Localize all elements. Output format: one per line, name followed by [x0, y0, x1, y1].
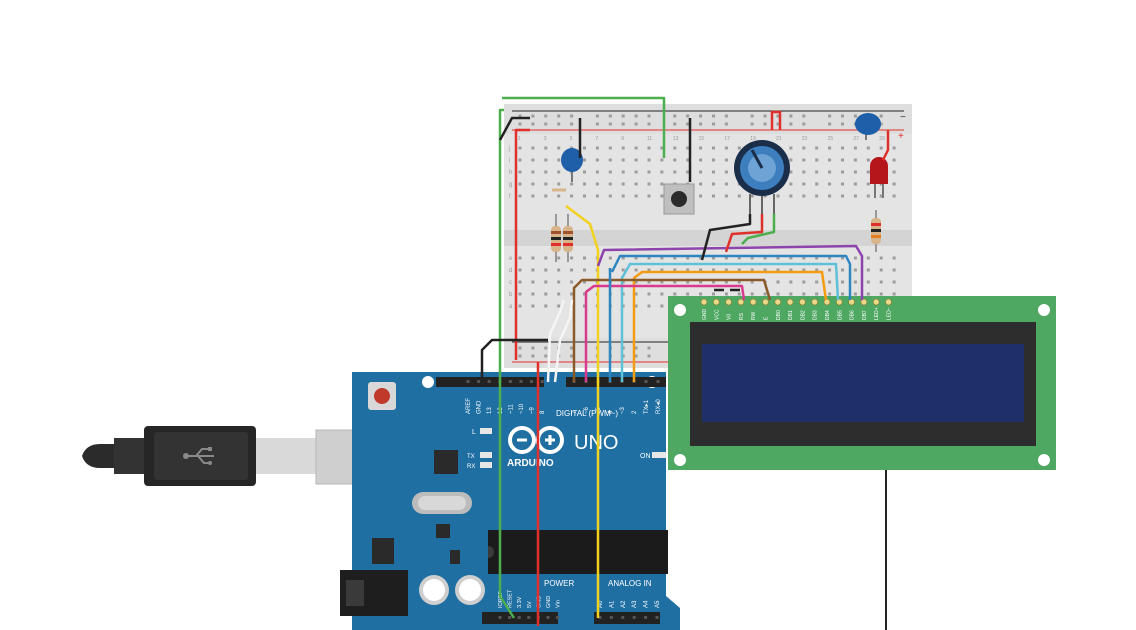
l-label: L [472, 429, 476, 436]
digital-pin-label: 4 [608, 410, 614, 414]
lcd-pin-label: LED− [887, 307, 893, 320]
rail-minus-label: − [900, 112, 906, 123]
analog-pin-label: A1 [609, 600, 615, 608]
lcd-pin-label: RS [739, 312, 745, 320]
digital-pin-label: AREF [466, 398, 472, 414]
row-letter: a [509, 304, 513, 310]
column-number: 27 [853, 136, 859, 142]
digital-pin-label: ~10 [519, 403, 525, 414]
digital-header-right [566, 377, 666, 387]
lcd-pin-label: V0 [727, 314, 733, 320]
brand-label: ARDUINO [507, 458, 554, 469]
row-letter: h [509, 170, 512, 176]
column-number: 11 [647, 136, 652, 142]
lcd-pin-label: RW [751, 311, 757, 320]
analog-pin-label: A3 [632, 600, 638, 608]
potentiometer-icon[interactable] [734, 140, 790, 214]
power-pin-label: RESET [508, 589, 514, 608]
capacitor-icon [561, 113, 881, 182]
row-letter: f [509, 194, 511, 200]
model-label: UNO [574, 432, 618, 454]
lcd-pin-label: DB3 [813, 310, 819, 320]
column-number: 17 [724, 136, 730, 142]
tx-label: TX [467, 454, 475, 460]
lcd-pin-label: DB0 [776, 310, 782, 320]
lcd-pin-label: LED+ [874, 307, 880, 320]
digital-pin-label: ~3 [620, 406, 626, 414]
column-number: 19 [750, 136, 756, 142]
row-letter: c [509, 280, 512, 286]
digital-pin-label: 13 [487, 407, 493, 414]
column-number: 25 [828, 136, 834, 142]
column-number: 23 [802, 136, 808, 142]
analog-pin-label: A2 [621, 600, 627, 608]
column-number: 5 [570, 136, 573, 142]
on-led-icon [652, 452, 666, 458]
digital-pin-label: 8 [540, 410, 546, 414]
analog-pin-label: A0 [598, 600, 604, 608]
lcd-pin-label: E [764, 316, 770, 320]
digital-pin-label: GND [477, 400, 483, 414]
lcd-pin-label: GND [702, 309, 708, 321]
analog-header [594, 612, 660, 624]
column-number: 15 [699, 136, 705, 142]
lcd-pin-label: DB6 [850, 310, 856, 320]
power-pin-label: 5V [527, 601, 533, 608]
column-number: 7 [595, 136, 598, 142]
lcd-16x2[interactable]: GND VCC V0 RS RW E DB0 DB1 DB2 DB3 DB4 DB5 DB6 DB7 LED… [668, 296, 1056, 470]
digital-pin-label: ~11 [508, 404, 514, 414]
lcd-pin-label: DB4 [825, 310, 831, 320]
row-letter: e [509, 256, 513, 262]
usb-icon [183, 447, 214, 465]
digital-pin-label: 7 [572, 410, 578, 414]
column-number: 21 [776, 136, 782, 142]
rail-plus-label: + [898, 131, 904, 142]
analog-header-label: ANALOG IN [608, 579, 652, 588]
l-led-icon [480, 428, 492, 434]
row-letter: d [509, 268, 512, 274]
atmega-chip [488, 530, 668, 574]
reset-button[interactable] [368, 382, 396, 410]
column-number: 29 [879, 136, 885, 142]
column-number: 13 [673, 136, 679, 142]
resistor-icon [551, 188, 881, 262]
digital-header-label: DIGITAL (PWM~) [556, 409, 618, 418]
digital-pin-label: 2 [632, 410, 638, 414]
analog-pin-label: A4 [644, 600, 650, 608]
pushbutton-icon[interactable] [663, 183, 695, 215]
lcd-pin-label: DB5 [837, 310, 843, 320]
analog-pin-label: A5 [655, 600, 661, 608]
column-number: 9 [621, 136, 624, 142]
digital-pin-label: ~9 [530, 406, 536, 414]
row-letter: b [509, 292, 513, 298]
column-number: 1 [518, 136, 521, 142]
row-letter: j [508, 146, 510, 152]
power-pin-label: 3.3V [517, 596, 523, 608]
row-letter: g [509, 182, 512, 188]
digital-pin-label: ~6 [584, 406, 590, 414]
lcd-screen [702, 344, 1024, 422]
lcd-pin-header: GND VCC V0 RS RW E DB0 DB1 DB2 DB3 DB4 DB5 DB6 DB7 LED… [700, 298, 893, 321]
power-pin-label: GND [546, 596, 552, 608]
on-label: ON [640, 453, 651, 460]
power-jack [340, 570, 408, 616]
power-pin-label: GND [536, 596, 542, 608]
lcd-pin-label: DB2 [800, 310, 806, 320]
digital-pin-label: RX◂0 [656, 399, 662, 414]
lcd-pin-label: DB7 [862, 310, 868, 320]
led-icon [870, 157, 888, 198]
lcd-pin-label: VCC [714, 309, 720, 320]
row-letter: i [509, 158, 510, 164]
column-number: 3 [544, 136, 547, 142]
digital-pin-label: TX▸1 [644, 399, 650, 414]
lcd-pin-label: DB1 [788, 310, 794, 320]
rx-label: RX [467, 464, 475, 470]
wires[interactable] [480, 96, 890, 626]
power-pin-label: Vin [556, 600, 562, 608]
power-header-label: POWER [544, 579, 574, 588]
